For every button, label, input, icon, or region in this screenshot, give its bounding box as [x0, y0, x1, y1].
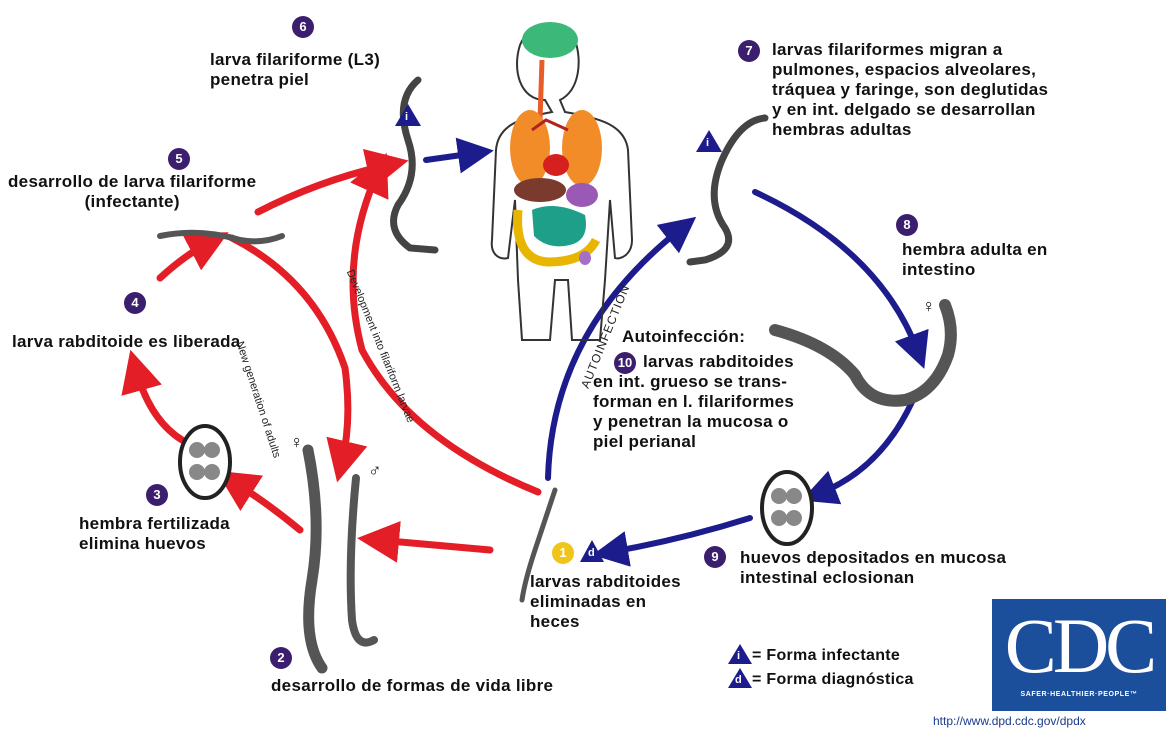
source-url[interactable]: http://www.dpd.cdc.gov/dpdx	[933, 714, 1086, 728]
arrow-penetration-to-host	[426, 153, 476, 160]
step-7-number: 7	[738, 40, 760, 62]
egg-intestinal	[762, 472, 812, 544]
legend-symbol-diagnostica: d	[735, 674, 742, 686]
step-2-label: desarrollo de formas de vida libre	[271, 676, 553, 696]
step-1-number: 1	[552, 542, 574, 564]
step-10-title: Autoinfección:	[622, 327, 745, 347]
worm-adult-male	[351, 478, 374, 643]
infective-symbol-7: i	[706, 137, 709, 149]
worm-adult-female	[308, 450, 322, 668]
female-symbol-parasitic: ♀	[922, 296, 936, 316]
legend-diagnostica: = Forma diagnóstica	[752, 670, 914, 690]
arrow-eggs-to-feces	[610, 518, 750, 552]
step-7-label: larvas filariformes migran a pulmones, e…	[772, 40, 1048, 140]
step-4-label: larva rabditoide es liberada	[12, 332, 241, 352]
step-8-number: 8	[896, 214, 918, 236]
step-5-label: desarrollo de larva filariforme (infecta…	[8, 172, 256, 212]
step-3-number: 3	[146, 484, 168, 506]
step-5-number: 5	[168, 148, 190, 170]
step-2-number: 2	[270, 647, 292, 669]
cdc-logo-text: CDC	[992, 603, 1166, 689]
step-4-number: 4	[124, 292, 146, 314]
step-6-label: larva filariforme (L3) penetra piel	[210, 50, 380, 90]
legend-symbol-infectante: i	[737, 650, 740, 662]
cdc-tagline: SAFER·HEALTHIER·PEOPLE™	[992, 691, 1166, 698]
arrow-adults-to-egg	[234, 482, 300, 530]
feces-label: larvas rabditoides eliminadas en heces	[530, 572, 681, 632]
step-8-label: hembra adulta en intestino	[902, 240, 1048, 280]
arrow-new-generation	[232, 238, 348, 462]
diagnostic-symbol-feces: d	[588, 547, 595, 559]
worm-filariform-skin	[394, 80, 435, 250]
step-3-label: hembra fertilizada elimina huevos	[79, 514, 230, 554]
male-symbol-free: ♂	[368, 460, 382, 480]
step-9-number: 9	[704, 546, 726, 568]
cdc-logo: CDC SAFER·HEALTHIER·PEOPLE™	[992, 599, 1166, 711]
arrow-egg-to-rhabditiform	[136, 370, 182, 440]
step-10-label: larvas rabditoides en int. grueso se tra…	[593, 352, 794, 452]
arrow-female-to-eggs	[818, 402, 912, 494]
human-body	[492, 22, 632, 340]
female-symbol-free: ♀	[290, 432, 304, 452]
step-9-label: huevos depositados en mucosa intestinal …	[740, 548, 1006, 588]
arrow-rhabditiform-to-filariform	[160, 242, 210, 278]
arrow-feces-to-adults	[378, 540, 490, 550]
egg-free	[180, 426, 230, 498]
infective-symbol-6: i	[405, 111, 408, 123]
worm-rhabditiform-free	[160, 233, 282, 242]
legend-infectante: = Forma infectante	[752, 646, 900, 666]
step-6-number: 6	[292, 16, 314, 38]
worm-adult-parasitic-female	[775, 305, 951, 401]
